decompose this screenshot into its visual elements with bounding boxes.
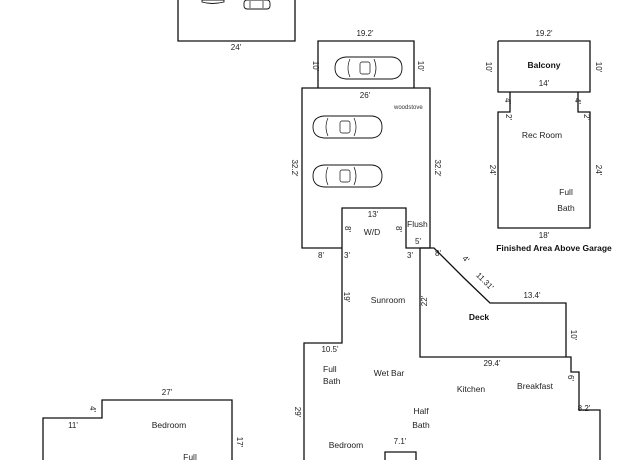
car-icon bbox=[312, 164, 383, 188]
bump-right: 10' bbox=[416, 61, 425, 72]
rec-left-small: 2' bbox=[504, 114, 513, 120]
full-bath-label: Bath bbox=[557, 203, 575, 213]
upper-caption: Finished Area Above Garage bbox=[496, 243, 612, 253]
garage-bump: 19.2' 10' 10' bbox=[311, 29, 425, 88]
flush-label: Flush bbox=[407, 219, 428, 229]
car-icon bbox=[334, 56, 403, 80]
garage-right: 32.2' bbox=[433, 159, 442, 177]
full-bath-label: Full bbox=[323, 364, 337, 374]
right-seg: 5' bbox=[415, 237, 421, 246]
bedroom-wing: 27' 4' 11' Bedroom 17' Full bbox=[42, 388, 244, 460]
half-bath-label: Half bbox=[413, 406, 429, 416]
car-icon bbox=[312, 115, 383, 139]
rec-bottom: 18' bbox=[539, 231, 550, 240]
rec-right: 24' bbox=[594, 165, 603, 176]
balcony-bottom: 14' bbox=[539, 79, 550, 88]
rec-left: 24' bbox=[488, 165, 497, 176]
deck-top-left: 8' bbox=[435, 249, 441, 258]
deck-right: 10' bbox=[569, 330, 578, 341]
rec-room-label: Rec Room bbox=[522, 130, 562, 140]
top-room-width: 24' bbox=[231, 43, 242, 52]
upper-step-left: 4' bbox=[503, 98, 512, 104]
inner-seg-right: 3' bbox=[407, 251, 413, 260]
balcony-left: 10' bbox=[484, 62, 493, 73]
breakfast-label: Breakfast bbox=[517, 381, 554, 391]
deck-left: 22' bbox=[420, 295, 429, 306]
rec-right-small: 2' bbox=[582, 114, 591, 120]
balcony-right: 10' bbox=[594, 62, 603, 73]
notch-right: 8' bbox=[394, 226, 403, 232]
deck-bottom: 29.4' bbox=[483, 359, 501, 368]
jog-width: 10.5' bbox=[321, 345, 339, 354]
bedroom-label: Bedroom bbox=[152, 420, 187, 430]
woodstove-label: woodstove bbox=[393, 105, 423, 111]
left-seg: 8' bbox=[318, 251, 324, 260]
bump-left: 10' bbox=[311, 61, 320, 72]
house-left: 29' bbox=[293, 407, 302, 418]
full-bath-label: Full bbox=[183, 452, 197, 460]
half-bath-label: Bath bbox=[412, 420, 430, 430]
deck: 8' 4' 11.31' 13.4' Deck 10' 22' 29.4' bbox=[420, 247, 578, 368]
upper-step-right: 4' bbox=[573, 98, 582, 104]
notch-width: 13' bbox=[368, 210, 379, 219]
right-jog-b: 8.2' bbox=[578, 404, 591, 413]
small-width: 7.1' bbox=[394, 437, 407, 446]
sunroom-label: Sunroom bbox=[371, 295, 406, 305]
car-icon bbox=[201, 0, 271, 10]
deck-label: Deck bbox=[469, 312, 490, 322]
right-jog-a: 6' bbox=[566, 375, 575, 381]
deck-diag-a: 4' bbox=[460, 254, 471, 265]
full-bath-label: Full bbox=[559, 187, 573, 197]
upper-width: 19.2' bbox=[535, 29, 553, 38]
garage: 26' woodstove 32.2' 32.2' 13' Flush W/D … bbox=[290, 87, 442, 260]
inner-seg: 3' bbox=[344, 251, 350, 260]
main-house: 19' Sunroom 10.5' Full Bath Wet Bar Kitc… bbox=[293, 248, 601, 460]
wet-bar-label: Wet Bar bbox=[374, 368, 405, 378]
balcony-label: Balcony bbox=[527, 60, 560, 70]
notch-left: 8' bbox=[343, 226, 352, 232]
bump-width: 19.2' bbox=[356, 29, 374, 38]
kitchen-label: Kitchen bbox=[457, 384, 486, 394]
top-room: 24' bbox=[177, 0, 296, 52]
bed-right: 17' bbox=[235, 437, 244, 448]
sunroom-side: 19' bbox=[342, 292, 351, 303]
deck-diag-b: 11.31' bbox=[474, 271, 496, 293]
upper-floor: 19.2' 10' 10' Balcony 14' 4' 4' 2' 2' Re… bbox=[484, 29, 612, 253]
bedroom-label: Bedroom bbox=[329, 440, 364, 450]
garage-left: 32.2' bbox=[290, 159, 299, 177]
garage-width: 26' bbox=[360, 91, 371, 100]
bed-top: 27' bbox=[162, 388, 173, 397]
bed-step: 4' bbox=[88, 406, 97, 412]
deck-top: 13.4' bbox=[523, 291, 541, 300]
full-bath-label: Bath bbox=[323, 376, 341, 386]
bed-left-top: 11' bbox=[68, 421, 78, 430]
wd-label: W/D bbox=[364, 227, 381, 237]
